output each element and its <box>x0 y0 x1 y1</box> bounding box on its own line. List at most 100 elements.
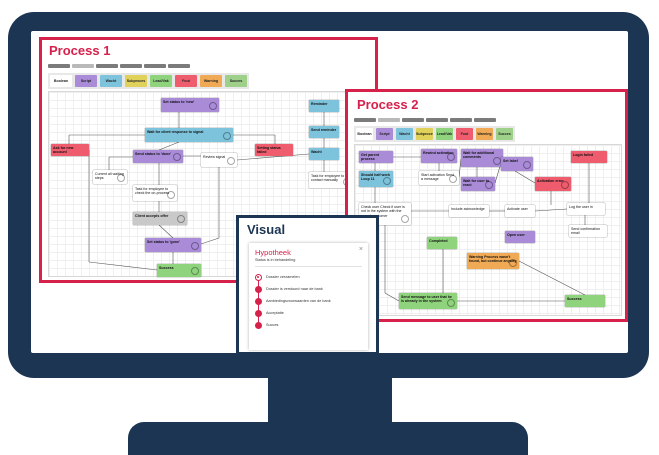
flow-node[interactable]: Should half work Loop 11 <box>359 171 393 187</box>
flow-node[interactable]: Review signal <box>201 153 237 167</box>
flow-node[interactable]: Start activation Send a message <box>419 171 459 185</box>
hypotheek-status-card: Hypotheek × Status is in behandeling Dos… <box>249 243 368 350</box>
flow-connector <box>518 260 586 296</box>
node-type-icon <box>523 161 531 169</box>
flow-node[interactable]: Reminder <box>309 100 339 112</box>
visual-window[interactable]: Visual Hypotheek × Status is in behandel… <box>236 215 379 355</box>
palette-item[interactable]: Fout <box>456 128 473 140</box>
visual-title: Visual <box>247 222 286 237</box>
node-type-icon <box>117 174 125 182</box>
flow-node[interactable]: Setting status failed <box>255 144 293 156</box>
flow-node[interactable]: Send confirmation email <box>569 225 607 237</box>
palette-item[interactable]: Wacht <box>396 128 413 140</box>
flow-node[interactable]: Send message to user that he is already … <box>399 293 457 309</box>
flow-node[interactable]: Rewind activation <box>421 149 457 163</box>
palette-item[interactable]: Warning <box>476 128 493 140</box>
flow-node-label: Review signal <box>203 155 226 159</box>
current-step-indicator <box>255 273 262 281</box>
flow-node-label: Should half work Loop 11 <box>361 173 390 182</box>
tab[interactable] <box>354 118 376 122</box>
close-icon[interactable]: × <box>358 246 363 253</box>
flow-node[interactable]: Task for employee to check the on-proces… <box>133 185 177 201</box>
palette-item[interactable]: Boolean <box>50 75 72 87</box>
step-indicator <box>255 297 262 305</box>
palette-item[interactable]: Boolean <box>356 128 373 140</box>
flow-node[interactable]: Wacht <box>309 148 339 160</box>
flow-node-label: Warning Process wasn't found, but contin… <box>469 255 517 264</box>
node-type-icon <box>401 215 409 223</box>
flow-node[interactable]: Client accepts offer <box>133 212 187 225</box>
node-type-icon <box>485 181 493 189</box>
flow-node[interactable]: Current all waiting steps <box>93 170 127 184</box>
tab[interactable] <box>144 64 166 68</box>
tab[interactable] <box>450 118 472 122</box>
palette-item[interactable]: Subproces <box>125 75 147 87</box>
step-label: Dossier is verstuurd naar de bank <box>266 287 323 291</box>
tab[interactable] <box>120 64 142 68</box>
flow-node-label: Wait for client response to signal <box>147 130 204 134</box>
flow-connectors <box>374 156 590 302</box>
flow-node[interactable]: Set label <box>501 157 533 171</box>
tab[interactable] <box>474 118 496 122</box>
flow-node[interactable]: Activation error <box>535 177 571 191</box>
tab[interactable] <box>426 118 448 122</box>
flow-node[interactable]: Success <box>157 264 201 277</box>
flow-node[interactable]: Log the user in <box>567 203 605 215</box>
tab-active[interactable] <box>72 64 94 68</box>
palette-item[interactable]: Succes <box>496 128 513 140</box>
step-indicator <box>255 321 262 329</box>
palette-item[interactable]: Lead/Vak <box>150 75 172 87</box>
tab[interactable] <box>48 64 70 68</box>
flow-node-label: Wait for additional comments <box>463 151 495 160</box>
card-title: Hypotheek <box>255 248 291 257</box>
flow-node-label: Send message to user that he is already … <box>401 295 452 304</box>
node-type-icon <box>173 153 181 161</box>
flow-node[interactable]: Success <box>565 295 605 307</box>
node-type-icon <box>447 299 455 307</box>
process-title: Process 2 <box>357 97 419 112</box>
tab-active[interactable] <box>378 118 400 122</box>
palette-item[interactable]: Subproces <box>416 128 433 140</box>
flow-connector <box>384 292 400 302</box>
flow-node[interactable]: Set status to 'new' <box>161 98 219 112</box>
flow-node[interactable]: Ask for new account <box>51 144 89 156</box>
flow-node[interactable]: Get parent process <box>359 151 393 163</box>
palette-item[interactable]: Warning <box>200 75 222 87</box>
tab[interactable] <box>402 118 424 122</box>
flow-node-label: Setting status failed <box>257 146 281 155</box>
palette-item[interactable]: Script <box>75 75 97 87</box>
monitor-stand-neck <box>268 378 392 422</box>
flow-connector <box>158 224 174 239</box>
palette-item[interactable]: Succes <box>225 75 247 87</box>
flow-node-label: Client accepts offer <box>135 214 169 218</box>
step-label: Aanbiedingsvoorwaarden van de bank <box>266 299 331 303</box>
palette-item[interactable]: Script <box>376 128 393 140</box>
flow-node[interactable]: Include acknowledge <box>449 205 489 217</box>
flow-node[interactable]: Send reminder <box>309 126 339 138</box>
palette-item[interactable]: Wacht <box>100 75 122 87</box>
flow-node[interactable]: Wait for client response to signal <box>145 128 233 142</box>
monitor-stand-base <box>128 422 528 455</box>
flow-node[interactable]: Warning Process wasn't found, but contin… <box>467 253 519 269</box>
flow-node[interactable]: Login failed <box>571 151 607 163</box>
flow-node[interactable]: Completed <box>427 237 457 249</box>
flow-node-label: Set status to 'gone' <box>147 240 180 244</box>
flow-node[interactable]: Open user <box>505 231 535 243</box>
flow-node-label: Success <box>567 297 582 301</box>
tab[interactable] <box>168 64 190 68</box>
flow-node[interactable]: Wait for user to react <box>461 177 495 191</box>
node-type-icon <box>177 215 185 223</box>
flow-node[interactable]: Wait for additional comments <box>461 149 503 167</box>
palette-item[interactable]: Fout <box>175 75 197 87</box>
flow-node-label: Completed <box>429 239 448 243</box>
flow-node[interactable]: Activate user <box>505 205 535 217</box>
flow-node[interactable]: Set status to 'gone' <box>145 238 201 252</box>
tab[interactable] <box>96 64 118 68</box>
step-label: Dossier verzamelen <box>266 275 300 279</box>
palette-item[interactable]: Lead/Vak <box>436 128 453 140</box>
process-title: Process 1 <box>49 43 111 58</box>
flow-node[interactable]: Send status to 'done' <box>133 150 183 163</box>
